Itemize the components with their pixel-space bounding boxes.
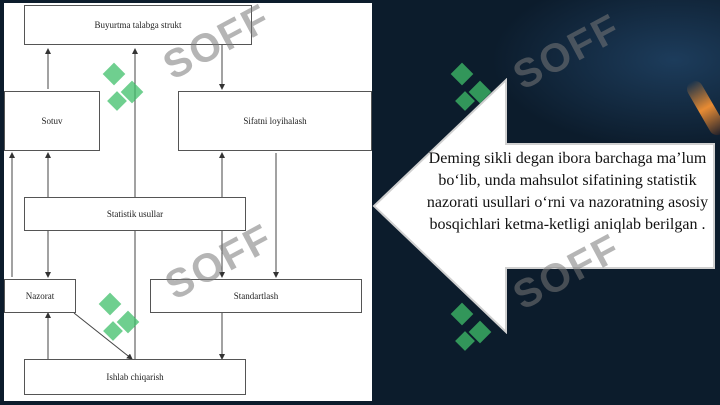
box-standardization: Standartlash [150,279,362,313]
box-standardization-label: Standartlash [233,291,279,301]
box-sales: Sotuv [4,91,100,151]
box-order: Buyurtma talabga strukt [24,5,252,45]
callout-arrow-shape [372,78,715,334]
box-control: Nazorat [4,279,76,313]
background-glow [490,0,720,150]
callout-arrow-outline [372,78,715,334]
box-order-label: Buyurtma talabga strukt [94,20,182,30]
box-control-label: Nazorat [25,291,55,301]
box-sales-label: Sotuv [41,116,63,126]
callout-text: Deming sikli degan ibora barchaga ma’lum… [426,150,709,233]
arrow-control-to-prod [73,312,133,360]
box-production-label: Ishlab chiqarish [106,372,164,382]
box-quality-design: Sifatni loyihalash [178,91,372,151]
box-statistical-methods-label: Statistik usullar [106,209,164,219]
diagram-panel: Buyurtma talabga strukt Sotuv Sifatni lo… [4,3,372,401]
box-quality-design-label: Sifatni loyihalash [243,116,307,126]
box-statistical-methods: Statistik usullar [24,197,246,231]
box-production: Ishlab chiqarish [24,359,246,395]
